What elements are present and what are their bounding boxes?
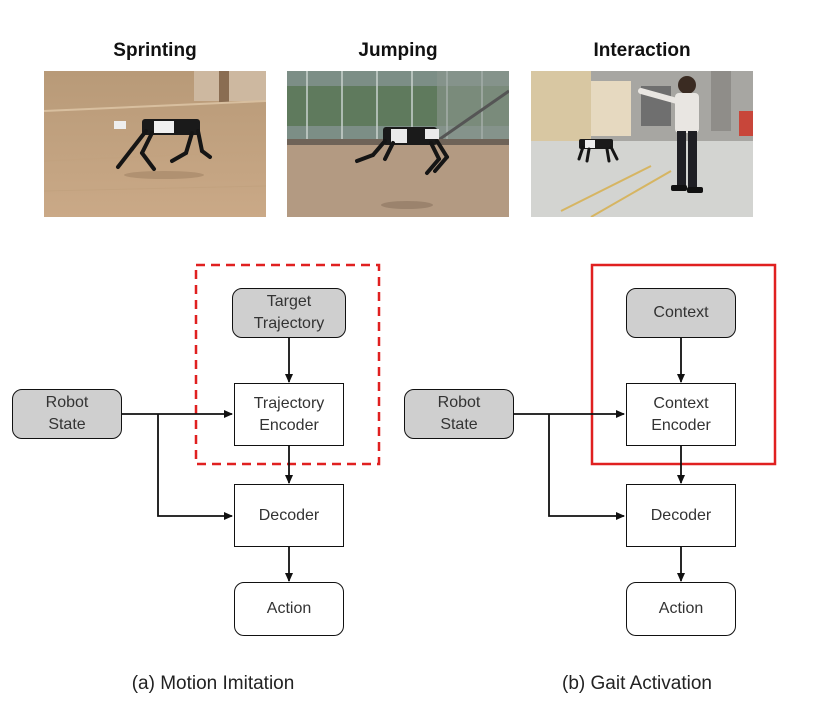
context-box: Context bbox=[626, 288, 736, 338]
target-trajectory-label: Target Trajectory bbox=[253, 293, 325, 332]
robot-dog-jumping bbox=[355, 127, 449, 175]
trajectory-encoder-box: Trajectory Encoder bbox=[234, 383, 344, 446]
arrow-robot-to-decoder-b bbox=[548, 414, 625, 520]
jumping-photo bbox=[287, 71, 509, 217]
sprinting-photo bbox=[44, 71, 266, 217]
action-label-b: Action bbox=[658, 600, 704, 617]
highlight-frame-a bbox=[194, 263, 381, 466]
robot-dog-sprinting bbox=[114, 119, 212, 171]
arrow-robot-to-decoder-a bbox=[157, 414, 233, 520]
action-box-a: Action bbox=[234, 582, 344, 636]
photo-title-sprinting: Sprinting bbox=[113, 40, 197, 61]
decoder-label-a: Decoder bbox=[258, 506, 320, 524]
decoder-box-b: Decoder bbox=[626, 484, 736, 547]
robot-state-label-a: Robot State bbox=[45, 394, 89, 433]
decoder-label-b: Decoder bbox=[650, 506, 712, 524]
photo-title-interaction: Interaction bbox=[593, 40, 691, 61]
target-trajectory-box: Target Trajectory bbox=[232, 288, 346, 338]
person-figure bbox=[638, 76, 703, 193]
caption-a: (a) Motion Imitation bbox=[131, 673, 295, 694]
action-label-a: Action bbox=[266, 600, 312, 617]
robot-state-label-b: Robot State bbox=[437, 394, 481, 433]
highlight-frame-b bbox=[590, 263, 777, 466]
context-label: Context bbox=[653, 304, 709, 321]
photo-title-jumping: Jumping bbox=[358, 40, 438, 61]
action-box-b: Action bbox=[626, 582, 736, 636]
robot-dog-interaction bbox=[577, 139, 619, 163]
interaction-photo bbox=[531, 71, 753, 217]
context-encoder-label: Context Encoder bbox=[651, 394, 711, 434]
trajectory-encoder-label: Trajectory Encoder bbox=[253, 394, 325, 434]
robot-state-box-b: Robot State bbox=[404, 389, 514, 439]
robot-state-box-a: Robot State bbox=[12, 389, 122, 439]
decoder-box-a: Decoder bbox=[234, 484, 344, 547]
caption-b: (b) Gait Activation bbox=[562, 673, 712, 694]
context-encoder-box: Context Encoder bbox=[626, 383, 736, 446]
